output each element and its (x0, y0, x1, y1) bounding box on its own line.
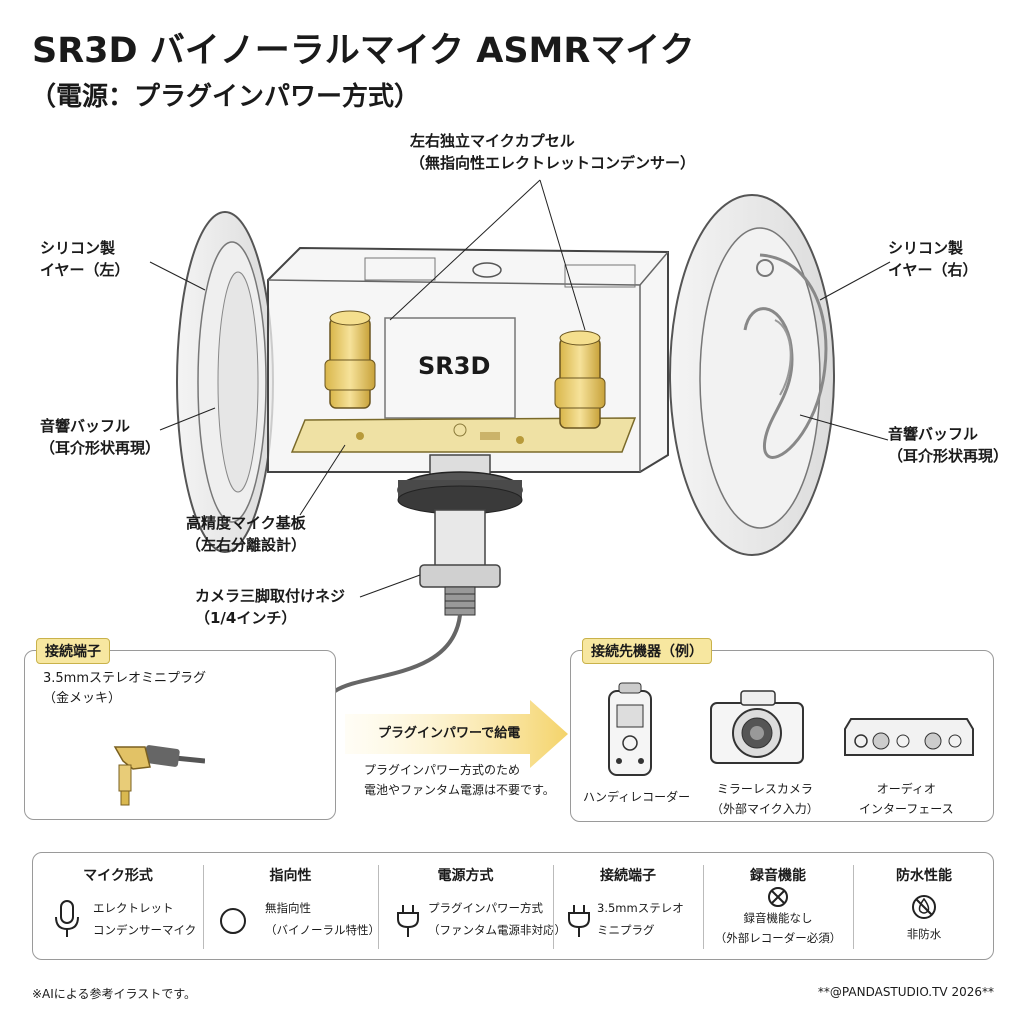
connector-panel: 3.5mmステレオミニプラグ （金メッキ） (24, 650, 336, 820)
connector-line1: 3.5mmステレオミニプラグ (43, 669, 206, 689)
left-capsule (325, 311, 375, 408)
spec-line: コンデンサーマイク (93, 919, 196, 941)
spec-line: （バイノーラル特性） (265, 919, 380, 941)
interface-label: オーディオ インターフェース (859, 779, 954, 819)
spec-header: マイク形式 (33, 865, 203, 885)
device-label: SR3D (418, 352, 490, 380)
callout-ear-right-line1: シリコン製 (888, 237, 978, 259)
callout-ear-right-line2: イヤー（右） (888, 259, 978, 281)
callout-capsule-line2: （無指向性エレクトレットコンデンサー） (410, 152, 695, 174)
callout-mount-line1: カメラ三脚取付けネジ (195, 585, 345, 607)
recorder-icon (605, 681, 655, 777)
callout-ear-right: シリコン製 イヤー（右） (888, 237, 978, 281)
recorder-label: ハンディレコーダー (583, 787, 690, 807)
plug-icon (563, 897, 595, 941)
footer-note: ※AIによる参考イラストです。 (32, 985, 196, 1002)
spec-directivity: 指向性 無指向性 （バイノーラル特性） (203, 853, 378, 961)
spec-line: 録音機能なし (703, 907, 853, 929)
right-ear (670, 195, 834, 555)
left-ear (177, 212, 273, 552)
power-note: プラグインパワー方式のため 電池やファンタム電源は不要です。 (364, 760, 555, 800)
spec-waterproof: 防水性能 非防水 (853, 853, 995, 961)
circle-icon (217, 897, 249, 941)
callout-ear-left: シリコン製 イヤー（左） (40, 237, 130, 281)
tripod-mount (398, 455, 522, 615)
no-record-icon (766, 885, 790, 909)
spec-mic-type: マイク形式 エレクトレット コンデンサーマイク (33, 853, 203, 961)
callout-mount-line2: （1/4インチ） (195, 607, 345, 629)
callout-baffle-left-line1: 音響バッフル (40, 415, 160, 437)
audio-interface-icon (841, 709, 977, 759)
power-note-line2: 電池やファンタム電源は不要です。 (364, 780, 555, 800)
power-note-line1: プラグインパワー方式のため (364, 760, 555, 780)
spec-line: 非防水 (853, 923, 995, 945)
spec-line: 3.5mmステレオ (597, 897, 684, 919)
callout-board-line2: （左右分離設計） (186, 534, 306, 556)
connector-desc: 3.5mmステレオミニプラグ （金メッキ） (43, 669, 206, 709)
connector-tag: 接続端子 (36, 638, 110, 664)
spec-header: 指向性 (203, 865, 378, 885)
spec-line: 無指向性 (265, 897, 311, 919)
callout-board: 高精度マイク基板 （左右分離設計） (186, 512, 306, 556)
callout-board-line1: 高精度マイク基板 (186, 512, 306, 534)
connector-line2: （金メッキ） (43, 689, 206, 709)
callout-baffle-left-line2: （耳介形状再現） (40, 437, 160, 459)
callout-baffle-left: 音響バッフル （耳介形状再現） (40, 415, 160, 459)
spec-table: マイク形式 エレクトレット コンデンサーマイク 指向性 無指向性 （バイノーラル… (32, 852, 994, 960)
callout-baffle-right-line1: 音響バッフル (888, 423, 1008, 445)
spec-header: 防水性能 (853, 865, 995, 885)
callout-ear-left-line1: シリコン製 (40, 237, 130, 259)
spec-header: 電源方式 (378, 865, 553, 885)
callout-baffle-right: 音響バッフル （耳介形状再現） (888, 423, 1008, 467)
spec-power: 電源方式 プラグインパワー方式 （ファンタム電源非対応） (378, 853, 553, 961)
plug-icon (392, 897, 424, 941)
callout-baffle-right-line2: （耳介形状再現） (888, 445, 1008, 467)
callout-mount: カメラ三脚取付けネジ （1/4インチ） (195, 585, 345, 629)
devices-tag: 接続先機器（例） (582, 638, 712, 664)
spec-line: （外部レコーダー必須） (703, 927, 853, 949)
spec-connector: 接続端子 3.5mmステレオ ミニプラグ (553, 853, 703, 961)
callout-ear-left-line2: イヤー（左） (40, 259, 130, 281)
callout-capsule: 左右独立マイクカプセル （無指向性エレクトレットコンデンサー） (410, 130, 695, 174)
plug-illustration (105, 717, 205, 807)
interface-label-line1: オーディオ (859, 779, 954, 799)
spec-line: エレクトレット (93, 897, 174, 919)
footer-credit: **@PANDASTUDIO.TV 2026** (818, 985, 994, 999)
spec-line: ミニプラグ (597, 919, 655, 941)
callout-capsule-line1: 左右独立マイクカプセル (410, 130, 695, 152)
no-water-icon (910, 893, 938, 921)
camera-label-line1: ミラーレスカメラ (711, 779, 819, 799)
spec-header: 接続端子 (553, 865, 703, 885)
spec-line: （ファンタム電源非対応） (428, 919, 566, 941)
camera-icon (707, 687, 807, 767)
microphone-icon (51, 897, 83, 941)
right-capsule (555, 331, 605, 428)
camera-label-line2: （外部マイク入力） (711, 799, 819, 819)
spec-recording: 録音機能 録音機能なし （外部レコーダー必須） (703, 853, 853, 961)
devices-panel: ハンディレコーダー ミラーレスカメラ （外部マイク入力） オーディオ インターフ… (570, 650, 994, 822)
power-arrow-label: プラグインパワーで給電 (378, 722, 520, 741)
spec-header: 録音機能 (703, 865, 853, 885)
interface-label-line2: インターフェース (859, 799, 954, 819)
camera-label: ミラーレスカメラ （外部マイク入力） (711, 779, 819, 819)
spec-line: プラグインパワー方式 (428, 897, 543, 919)
